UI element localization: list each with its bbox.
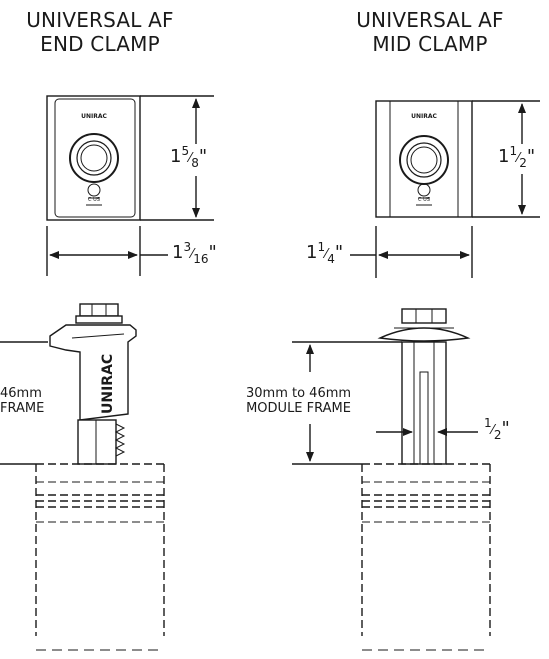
mid-clamp-gap-label: 1⁄2" xyxy=(484,416,510,442)
mid-clamp-frame-dimension xyxy=(292,341,402,465)
mid-clamp-frame-label: MODULE FRAME xyxy=(246,401,351,416)
mid-clamp-title-line1: UNIVERSAL AF xyxy=(356,8,504,32)
end-clamp-width-dimension xyxy=(46,226,168,276)
end-clamp-side-brand: UNIRAC xyxy=(100,354,116,414)
end-clamp-brand-marking: UNIRAC xyxy=(81,113,107,120)
end-clamp-frame-range: 46mm FRAME xyxy=(0,386,45,416)
end-clamp-side-view xyxy=(35,303,165,651)
mid-clamp-title-line2: MID CLAMP xyxy=(372,32,488,56)
end-clamp-width-label: 13⁄16" xyxy=(172,240,217,266)
mid-clamp-cert-marking: C US xyxy=(418,197,430,203)
end-clamp-top-view xyxy=(46,95,141,221)
mid-clamp-width-dimension xyxy=(350,226,473,278)
mid-clamp-width-label: 11⁄4" xyxy=(306,240,344,266)
mid-clamp-height-dimension xyxy=(472,100,540,218)
mid-clamp-brand-marking: UNIRAC xyxy=(411,113,437,120)
end-clamp-title-line2: END CLAMP xyxy=(40,32,160,56)
end-clamp-height-label: 15⁄8" xyxy=(170,144,208,170)
mid-clamp-side-view xyxy=(361,308,491,651)
end-clamp-cert-marking: C US xyxy=(88,197,100,203)
mid-clamp-top-view xyxy=(375,100,473,218)
end-clamp-frame-dimension xyxy=(0,341,48,465)
end-clamp-title-line1: UNIVERSAL AF xyxy=(26,8,174,32)
mid-clamp-height-label: 11⁄2" xyxy=(498,144,536,170)
end-clamp-height-dimension xyxy=(140,95,214,221)
end-clamp-title: UNIVERSAL AF END CLAMP xyxy=(0,8,200,56)
mid-clamp-frame-range-value: 30mm to 46mm xyxy=(246,386,352,401)
mid-clamp-frame-range: 30mm to 46mm MODULE FRAME xyxy=(246,386,351,416)
mid-clamp-title: UNIVERSAL AF MID CLAMP xyxy=(330,8,530,56)
